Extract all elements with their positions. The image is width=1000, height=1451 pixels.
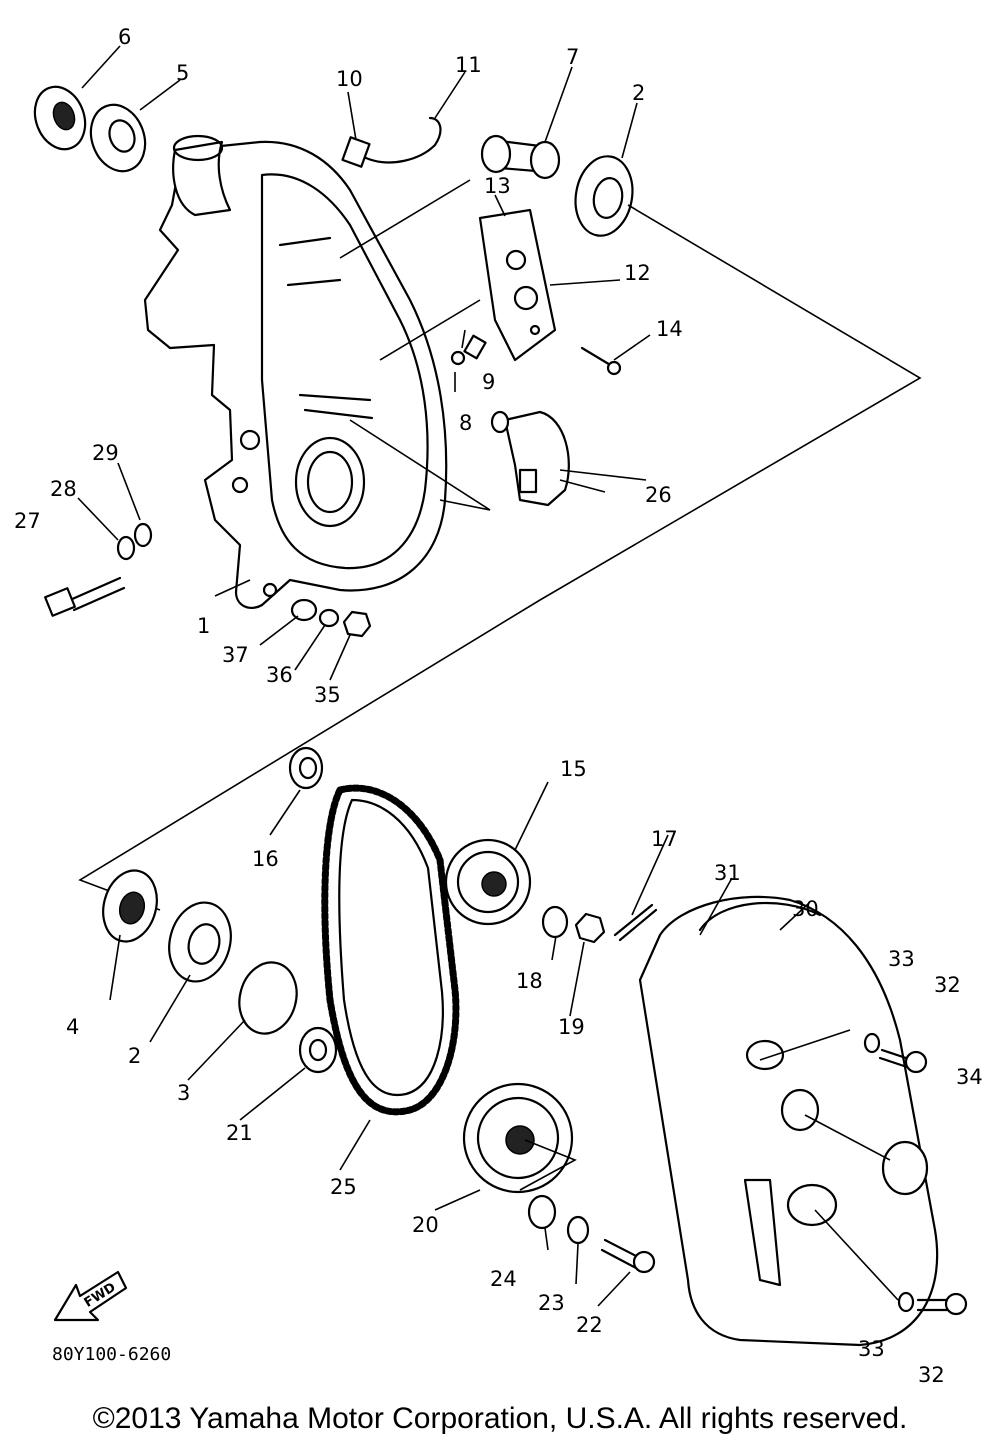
callout-34: 34 xyxy=(956,1065,983,1089)
callout-18: 18 xyxy=(516,969,543,993)
sensor-10 xyxy=(341,116,442,168)
callout-11: 11 xyxy=(455,53,482,77)
parts-diagram: FWD 1 2 2 3 4 5 6 7 8 9 10 11 12 13 14 1… xyxy=(14,25,983,1387)
washer-36 xyxy=(318,608,340,628)
callout-36: 36 xyxy=(266,663,293,687)
washer-18 xyxy=(541,905,569,939)
washer-37 xyxy=(290,598,318,622)
nut-19 xyxy=(574,912,606,944)
callout-13: 13 xyxy=(484,174,511,198)
callout-19: 19 xyxy=(558,1015,585,1039)
bearing-6 xyxy=(33,85,87,151)
callout-32: 32 xyxy=(934,973,961,997)
callout-4: 4 xyxy=(66,1015,79,1039)
bearing-5 xyxy=(89,103,147,173)
callout-10: 10 xyxy=(336,67,363,91)
bolt-32-upper xyxy=(878,1048,928,1074)
bearing-2-upper xyxy=(574,155,634,237)
callout-37: 37 xyxy=(222,643,249,667)
washer-28 xyxy=(116,535,136,561)
shaft-axis-line xyxy=(78,204,922,911)
callout-33-lower: 33 xyxy=(858,1337,885,1361)
drive-chain-25 xyxy=(321,784,460,1116)
bolt-27 xyxy=(44,576,126,617)
callout-12: 12 xyxy=(624,261,651,285)
washer-33-upper xyxy=(863,1032,881,1054)
bolt-22 xyxy=(600,1238,656,1274)
callout-7: 7 xyxy=(566,45,579,69)
callout-9: 9 xyxy=(482,370,495,394)
callout-labels: 1 2 2 3 4 5 6 7 8 9 10 11 12 13 14 15 16… xyxy=(14,25,983,1387)
collar-7 xyxy=(480,134,561,180)
callout-35: 35 xyxy=(314,683,341,707)
callout-16: 16 xyxy=(252,847,279,871)
bushing-16 xyxy=(288,746,324,790)
callout-20: 20 xyxy=(412,1213,439,1237)
callout-8: 8 xyxy=(459,411,472,435)
lockwasher-23 xyxy=(566,1215,590,1245)
nut-35 xyxy=(342,610,372,638)
cover-axis-lines xyxy=(759,1029,899,1301)
callout-15: 15 xyxy=(560,757,587,781)
sprocket-15 xyxy=(444,838,532,926)
housing-axis-line xyxy=(339,179,491,511)
washer-24 xyxy=(527,1194,557,1230)
tensioner-26 xyxy=(490,410,570,507)
callout-32-lower: 32 xyxy=(918,1363,945,1387)
bolt-9-washer-8 xyxy=(450,334,487,366)
sprocket-20 xyxy=(462,1082,577,1194)
washer-33-lower xyxy=(897,1291,915,1313)
bearing-2-lower xyxy=(168,901,232,983)
diagram-code: 80Y100-6260 xyxy=(52,1344,172,1365)
callout-2-lower: 2 xyxy=(128,1044,141,1068)
callout-1: 1 xyxy=(197,614,210,638)
callout-24: 24 xyxy=(490,1267,517,1291)
callout-26: 26 xyxy=(645,483,672,507)
callout-27: 27 xyxy=(14,509,41,533)
chaincase-housing xyxy=(143,134,448,609)
callout-14: 14 xyxy=(656,317,683,341)
callout-28: 28 xyxy=(50,477,77,501)
bearing-4 xyxy=(102,869,158,943)
fwd-arrow-icon: FWD xyxy=(53,1270,128,1322)
callout-5: 5 xyxy=(176,61,189,85)
tensioner-plate xyxy=(478,208,557,362)
callout-31: 31 xyxy=(714,861,741,885)
callout-25: 25 xyxy=(330,1175,357,1199)
callout-17: 17 xyxy=(651,827,678,851)
washer-29 xyxy=(133,522,153,548)
plug-34 xyxy=(881,1140,929,1196)
callout-21: 21 xyxy=(226,1121,253,1145)
callout-2: 2 xyxy=(632,81,645,105)
callout-3: 3 xyxy=(177,1081,190,1105)
callout-6: 6 xyxy=(118,25,131,49)
callout-leaders xyxy=(77,45,809,1307)
collar-21 xyxy=(298,1026,338,1074)
callout-33: 33 xyxy=(888,947,915,971)
callout-22: 22 xyxy=(576,1313,603,1337)
callout-23: 23 xyxy=(538,1291,565,1315)
circlip-3 xyxy=(238,961,298,1035)
callout-30: 30 xyxy=(792,897,819,921)
cotter-pin-17 xyxy=(613,903,658,942)
screw-14 xyxy=(580,346,622,376)
copyright-notice: ©2013 Yamaha Motor Corporation, U.S.A. A… xyxy=(92,1402,908,1435)
callout-29: 29 xyxy=(92,441,119,465)
bolt-32-lower xyxy=(916,1292,968,1316)
